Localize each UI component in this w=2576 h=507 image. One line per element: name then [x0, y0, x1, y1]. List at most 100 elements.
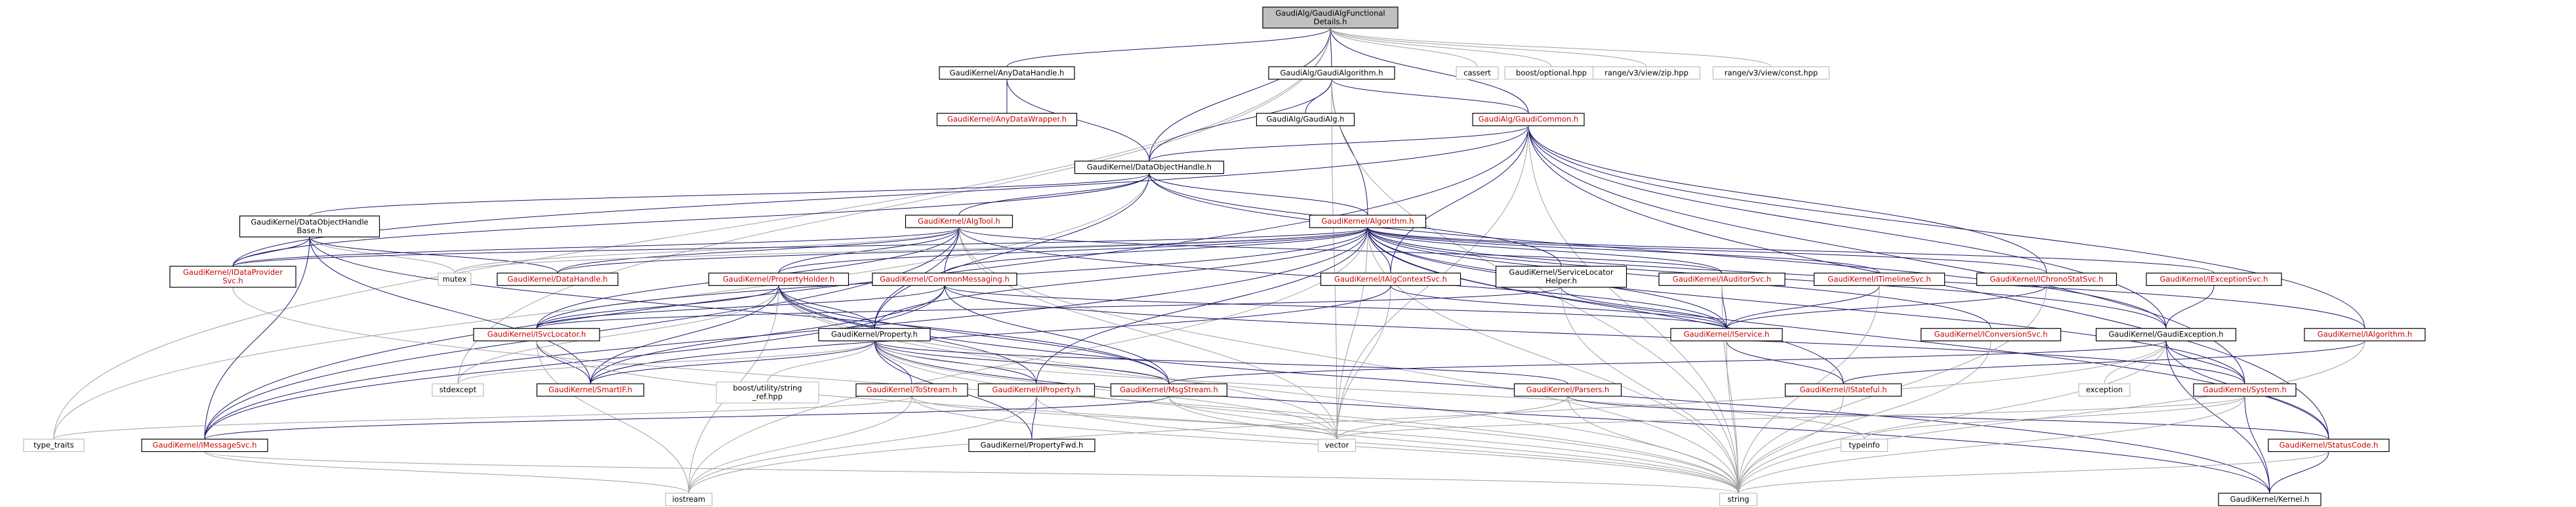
edge-algtool-to-vector	[958, 228, 1338, 439]
node-propertyfwd[interactable]: GaudiKernel/PropertyFwd.h	[968, 438, 1095, 453]
node-iexceptionsvc[interactable]: GaudiKernel/IExceptionSvc.h	[2146, 272, 2282, 286]
edge-algtool-to-datahandle	[557, 227, 960, 274]
node-label: GaudiKernel/ISvcLocator.h	[487, 330, 586, 339]
node-boost-optional[interactable]: boost/optional.hpp	[1504, 66, 1599, 80]
node-label: range/v3/view/const.hpp	[1725, 68, 1818, 77]
node-dataobjecthandle[interactable]: GaudiKernel/DataObjectHandle.h	[1074, 161, 1225, 174]
node-statuscode[interactable]: GaudiKernel/StatusCode.h	[2268, 438, 2390, 453]
edge-dataobjecthandle-to-algorithm	[1149, 173, 1368, 216]
node-anydatawrapper[interactable]: GaudiKernel/AnyDataWrapper.h	[936, 113, 1078, 127]
node-label: Svc.h	[222, 276, 243, 285]
node-system-h[interactable]: GaudiKernel/System.h	[2193, 383, 2297, 397]
node-tostream[interactable]: GaudiKernel/ToStream.h	[855, 383, 968, 397]
node-label: GaudiKernel/IStateful.h	[1799, 385, 1887, 394]
node-algtool[interactable]: GaudiKernel/AlgTool.h	[905, 214, 1013, 228]
node-label: GaudiKernel/MsgStream.h	[1120, 385, 1218, 394]
node-label: GaudiKernel/Parsers.h	[1526, 385, 1610, 394]
node-boost-string-ref[interactable]: boost/utility/string_ref.hpp	[716, 381, 819, 404]
edge-ialgcontextsvc-to-smartif	[590, 285, 1391, 384]
node-label: GaudiKernel/AnyDataHandle.h	[950, 68, 1065, 77]
node-iconversionsvc[interactable]: GaudiKernel/IConversionSvc.h	[1920, 328, 2062, 342]
node-type-traits[interactable]: type_traits	[23, 438, 85, 453]
node-label: GaudiKernel/StatusCode.h	[2280, 441, 2379, 450]
edge-propertyholder-to-smartif	[590, 285, 779, 384]
edge-commonmessaging-to-imessagesvc	[204, 285, 945, 439]
node-ialgorithm[interactable]: GaudiKernel/IAlgorithm.h	[2304, 328, 2426, 342]
node-exception[interactable]: exception	[2078, 383, 2131, 397]
node-property-h[interactable]: GaudiKernel/Property.h	[818, 328, 931, 342]
node-gaudicommon[interactable]: GaudiAlg/GaudiCommon.h	[1472, 113, 1585, 127]
node-cassert[interactable]: cassert	[1456, 66, 1499, 80]
edge-gaudialgorithm-to-vector	[1331, 79, 1338, 439]
edge-ichronostatsvc-to-iservice	[1726, 285, 2047, 329]
node-isvclocator[interactable]: GaudiKernel/ISvcLocator.h	[473, 328, 600, 342]
node-label: GaudiAlg/GaudiAlg.h	[1266, 115, 1344, 124]
node-label: GaudiKernel/IAlgContextSvc.h	[1334, 274, 1447, 283]
edge-property-h-to-parsers	[874, 340, 1568, 384]
edge-parsers-to-statuscode	[1567, 395, 2329, 439]
node-typeinfo[interactable]: typeinfo	[1840, 438, 1889, 453]
node-box	[1256, 113, 1355, 127]
node-gaudialgorithm[interactable]: GaudiAlg/GaudiAlgorithm.h	[1268, 66, 1395, 80]
node-label: GaudiKernel/IMessageSvc.h	[153, 441, 257, 450]
node-imessagesvc[interactable]: GaudiKernel/IMessageSvc.h	[141, 438, 268, 453]
node-kernel-h[interactable]: GaudiKernel/Kernel.h	[2218, 493, 2321, 506]
node-gaudiexception[interactable]: GaudiKernel/GaudiException.h	[2095, 328, 2237, 342]
node-istateful[interactable]: GaudiKernel/IStateful.h	[1784, 383, 1902, 397]
node-string[interactable]: string	[1719, 493, 1758, 506]
node-algorithm[interactable]: GaudiKernel/Algorithm.h	[1309, 214, 1427, 228]
node-label: GaudiKernel/IChronoStatSvc.h	[1990, 274, 2103, 283]
node-ichronostatsvc[interactable]: GaudiKernel/IChronoStatSvc.h	[1976, 272, 2117, 286]
edge-iproperty-to-iostream	[688, 396, 1037, 493]
node-stdexcept[interactable]: stdexcept	[432, 383, 484, 397]
dependency-nodes: GaudiAlg/GaudiAlgFunctionalDetails.hGaud…	[23, 7, 2426, 506]
node-range-const[interactable]: range/v3/view/const.hpp	[1712, 66, 1830, 80]
node-label: Base.h	[297, 226, 323, 235]
node-itimelinesvc[interactable]: GaudiKernel/ITimelineSvc.h	[1813, 272, 1946, 286]
node-box	[1592, 66, 1701, 80]
edge-isvclocator-to-iostream	[536, 340, 689, 493]
node-vector[interactable]: vector	[1317, 438, 1357, 453]
node-propertyholder[interactable]: GaudiKernel/PropertyHolder.h	[708, 272, 849, 286]
node-label: GaudiKernel/PropertyFwd.h	[981, 441, 1084, 450]
edge-system-h-to-string	[1738, 396, 2245, 493]
edge-property-h-to-typeinfo	[874, 340, 1865, 439]
edge-algorithm-to-idataprovidersvc	[232, 227, 1368, 267]
node-msgstream[interactable]: GaudiKernel/MsgStream.h	[1110, 383, 1228, 397]
node-box	[239, 215, 380, 237]
node-ialgcontextsvc[interactable]: GaudiKernel/IAlgContextSvc.h	[1320, 272, 1462, 286]
edge-algorithm-to-datahandle	[557, 227, 1368, 274]
node-iproperty[interactable]: GaudiKernel/IProperty.h	[977, 383, 1095, 397]
edge-imessagesvc-to-string	[204, 451, 1739, 494]
node-datahandle[interactable]: GaudiKernel/DataHandle.h	[497, 272, 619, 286]
edge-root-to-gaudicommon	[1330, 28, 1529, 113]
node-box	[818, 328, 931, 342]
node-range-zip[interactable]: range/v3/view/zip.hpp	[1592, 66, 1701, 80]
node-iostream[interactable]: iostream	[664, 493, 713, 506]
node-box	[141, 438, 268, 453]
node-anydatahandle[interactable]: GaudiKernel/AnyDataHandle.h	[939, 66, 1075, 80]
node-commonmessaging[interactable]: GaudiKernel/CommonMessaging.h	[872, 272, 1017, 286]
node-parsers[interactable]: GaudiKernel/Parsers.h	[1513, 383, 1622, 397]
edge-algorithm-to-vector	[1336, 228, 1368, 439]
node-label: string	[1727, 495, 1749, 504]
node-label: GaudiKernel/ServiceLocator	[1509, 268, 1613, 277]
edge-algorithm-to-imessagesvc	[204, 228, 1368, 439]
edge-gaudialgorithm-to-gaudicommon	[1331, 79, 1529, 113]
node-mutex[interactable]: mutex	[438, 272, 472, 286]
edge-msgstream-to-string	[1168, 396, 1739, 493]
node-iservice[interactable]: GaudiKernel/IService.h	[1670, 328, 1783, 342]
edge-dohandlebase-to-idataprovidersvc	[232, 237, 310, 267]
node-gaudialg-h[interactable]: GaudiAlg/GaudiAlg.h	[1256, 113, 1355, 127]
node-smartif[interactable]: GaudiKernel/SmartIF.h	[536, 383, 645, 397]
edge-algorithm-to-ichronostatsvc	[1367, 227, 2047, 274]
node-label: range/v3/view/zip.hpp	[1605, 68, 1688, 77]
edge-statuscode-to-kernel-h	[2269, 451, 2329, 494]
edge-algorithm-to-propertyholder	[778, 227, 1368, 274]
node-box	[473, 328, 600, 342]
node-iauditorsvc[interactable]: GaudiKernel/IAuditorSvc.h	[1658, 272, 1786, 286]
